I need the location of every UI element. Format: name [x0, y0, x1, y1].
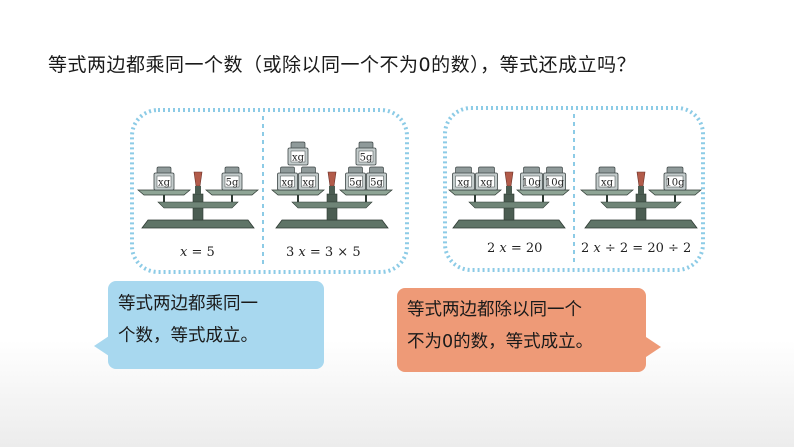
dashed-frame	[443, 106, 705, 272]
speech-bubble-multiply: 等式两边都乘同一 个数，等式成立。	[108, 281, 324, 369]
bubble-line: 不为0的数，等式成立。	[407, 332, 594, 352]
weight-label: 5g	[360, 153, 373, 164]
weight-block: xg	[595, 166, 619, 191]
weight-block: 5g	[366, 166, 387, 191]
question-title: 等式两边都乘同一个数（或除以同一个不为0的数），等式还成立吗？	[48, 54, 637, 76]
bubble-line: 等式两边都乘同一	[118, 294, 258, 314]
weight-block: 5g	[355, 141, 377, 166]
dashed-frame	[130, 108, 409, 274]
bubble-tail	[94, 336, 109, 356]
bubble-line: 等式两边都除以同一个	[407, 300, 582, 320]
weight-block: xg	[153, 166, 175, 191]
weight-block: 5g	[345, 166, 366, 191]
weight-block: xg	[475, 166, 498, 191]
balance-scale: xg 5g	[137, 166, 259, 229]
weight-block: 10g	[543, 166, 566, 191]
weight-block: xg	[452, 166, 475, 191]
weight-block: 10g	[520, 166, 543, 191]
weight-block: 10g	[663, 166, 687, 191]
equation-1: x = 5	[180, 245, 215, 260]
weight-label: xg	[281, 178, 294, 189]
equation-3: 2 x = 20	[487, 241, 543, 256]
weight-label: 5g	[226, 178, 239, 189]
weight-block: xg	[277, 166, 298, 191]
weight-label: xg	[158, 178, 171, 189]
weight-label: xg	[480, 178, 493, 189]
equation-2: 3 x = 3 × 5	[286, 245, 361, 260]
weight-label: xg	[302, 178, 315, 189]
weight-label: 5g	[349, 178, 362, 189]
equation-4: 2 x ÷ 2 = 20 ÷ 2	[581, 241, 692, 256]
weight-block: xg	[287, 141, 309, 166]
bubble-line: 个数，等式成立。	[118, 326, 258, 346]
bubble-tail	[646, 337, 661, 357]
weight-block: xg	[298, 166, 319, 191]
weight-label: xg	[601, 178, 614, 189]
speech-bubble-divide: 等式两边都除以同一个 不为0的数，等式成立。	[397, 288, 646, 372]
balance-scale: xg 10g	[580, 166, 702, 229]
weight-label: xg	[292, 153, 305, 164]
weight-label: xg	[457, 178, 470, 189]
weight-block: 5g	[221, 166, 243, 191]
weight-label: 10g	[522, 178, 542, 189]
weight-label: 10g	[665, 178, 685, 189]
weight-label: 10g	[545, 178, 565, 189]
weight-label: 5g	[370, 178, 383, 189]
